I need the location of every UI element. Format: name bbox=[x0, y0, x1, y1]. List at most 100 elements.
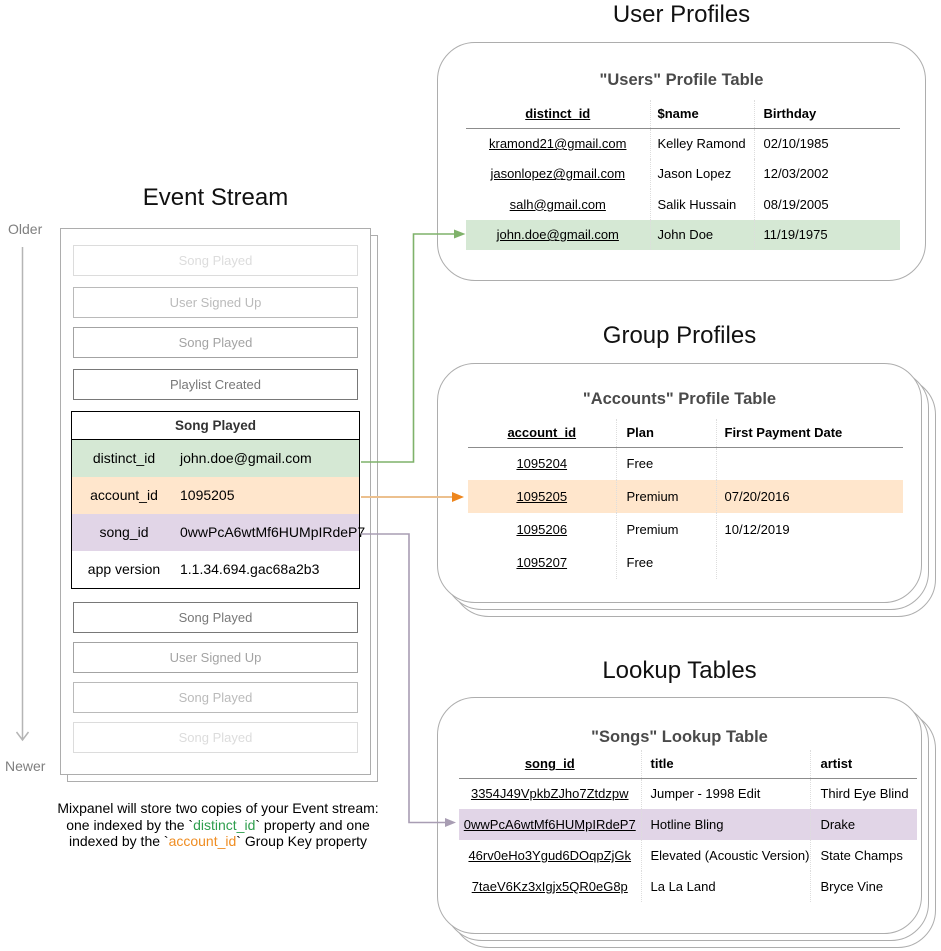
caption-line: indexed by the `account_id` Group Key pr… bbox=[68, 833, 368, 849]
expanded-event-title: Song Played bbox=[72, 412, 359, 440]
caption: Mixpanel will store two copies of your E… bbox=[28, 800, 408, 850]
property-key: account_id bbox=[90, 487, 158, 504]
column-header-account-id: account_id bbox=[468, 419, 616, 448]
cell-first-payment-date bbox=[715, 546, 903, 579]
songs-lookup-table: song_id title artist 3354J49VpkbZJho7Ztd… bbox=[459, 750, 917, 902]
cell-distinct-id: salh@gmail.com bbox=[509, 196, 606, 212]
table-row: 7taeV6Kz3xIgjx5QR0eG8p La La Land Bryce … bbox=[459, 871, 917, 902]
cell-distinct-id: john.doe@gmail.com bbox=[466, 219, 650, 250]
cell-title: Jumper - 1998 Edit bbox=[640, 778, 811, 809]
cell-title: Elevated (Acoustic Version) bbox=[640, 840, 811, 871]
table-row-highlighted: 0wwPcA6wtMf6HUMpIRdeP7 Hotline Bling Dra… bbox=[459, 809, 917, 840]
table-row: jasonlopez@gmail.com Jason Lopez 12/03/2… bbox=[466, 158, 900, 189]
property-value: 1095205 bbox=[180, 487, 235, 504]
property-key: distinct_id bbox=[92, 450, 156, 467]
table-row: salh@gmail.com Salik Hussain 08/19/2005 bbox=[466, 189, 900, 220]
expanded-event-card: Song Played distinct_id john.doe@gmail.c… bbox=[71, 411, 365, 589]
property-row-app-version: app version 1.1.34.694.gac68a2b3 bbox=[72, 551, 359, 588]
cell-first-payment-date: 10/12/2019 bbox=[715, 513, 903, 546]
cell-birthday: 11/19/1975 bbox=[753, 219, 900, 250]
older-label: Older bbox=[8, 221, 43, 237]
cell-account-id: 1095205 bbox=[468, 480, 616, 513]
lookup-tables-title: Lookup Tables bbox=[602, 657, 757, 684]
event-box: Song Played bbox=[73, 602, 358, 633]
lookup-tables-card: "Songs" Lookup Table song_id title artis… bbox=[437, 697, 922, 934]
cell-plan: Free bbox=[615, 447, 716, 480]
cell-name: Kelley Ramond bbox=[649, 128, 754, 159]
property-value: 0wwPcA6wtMf6HUMpIRdeP7 bbox=[180, 524, 366, 541]
table-row: 1095207 Free bbox=[468, 546, 903, 579]
accounts-table-title: "Accounts" Profile Table bbox=[582, 390, 777, 408]
table-header-row: distinct_id $name Birthday bbox=[466, 100, 900, 129]
cell-name: Jason Lopez bbox=[649, 158, 754, 189]
property-row-song-id: song_id 0wwPcA6wtMf6HUMpIRdeP7 bbox=[72, 513, 365, 551]
table-row: 1095206 Premium 10/12/2019 bbox=[468, 513, 903, 546]
cell-first-payment-date bbox=[715, 447, 903, 480]
event-box: Playlist Created bbox=[73, 369, 358, 400]
cell-song-id: 0wwPcA6wtMf6HUMpIRdeP7 bbox=[459, 809, 641, 840]
cell-artist: State Champs bbox=[810, 840, 917, 871]
cell-birthday: 08/19/2005 bbox=[753, 189, 900, 220]
event-label: Playlist Created bbox=[169, 377, 262, 392]
cell-plan: Premium bbox=[615, 480, 716, 513]
cell-distinct-id: jasonlopez@gmail.com bbox=[490, 166, 626, 182]
cell-distinct-id: kramond21@gmail.com bbox=[489, 136, 627, 151]
event-label: Song Played bbox=[178, 730, 253, 745]
newer-label: Newer bbox=[5, 758, 46, 774]
event-box: Song Played bbox=[73, 722, 358, 753]
column-header-first-payment-date: First Payment Date bbox=[715, 419, 903, 448]
cell-plan: Premium bbox=[615, 513, 716, 546]
cell-account-id: 1095204 bbox=[516, 456, 568, 472]
cell-artist: Drake bbox=[810, 809, 917, 840]
event-label: Song Played bbox=[178, 335, 253, 350]
cell-birthday: 02/10/1985 bbox=[753, 128, 900, 159]
property-value: john.doe@gmail.com bbox=[180, 450, 312, 467]
user-profiles-title: User Profiles bbox=[612, 1, 751, 28]
column-header-plan: Plan bbox=[615, 419, 716, 448]
event-label: Song Played bbox=[178, 253, 253, 268]
users-table-title: "Users" Profile Table bbox=[599, 71, 764, 89]
caption-line: Mixpanel will store two copies of your E… bbox=[57, 800, 379, 816]
accounts-profile-table: account_id Plan First Payment Date 10952… bbox=[468, 419, 903, 579]
distinct-id-code: distinct_id bbox=[193, 816, 256, 833]
group-profiles-title: Group Profiles bbox=[602, 322, 757, 349]
event-stream-panel: Song Played User Signed Up Song Played P… bbox=[60, 228, 371, 775]
songs-table-title: "Songs" Lookup Table bbox=[591, 728, 768, 746]
event-box: Song Played bbox=[73, 245, 358, 276]
user-profiles-card: "Users" Profile Table distinct_id $name … bbox=[437, 42, 926, 281]
column-header-birthday: Birthday bbox=[753, 100, 900, 129]
event-label: Song Played bbox=[178, 690, 253, 705]
table-row: 1095204 Free bbox=[468, 447, 903, 480]
event-label: Song Played bbox=[178, 610, 253, 625]
table-row-highlighted: john.doe@gmail.com John Doe 11/19/1975 bbox=[466, 219, 900, 250]
table-row-highlighted: 1095205 Premium 07/20/2016 bbox=[468, 480, 903, 513]
users-profile-table: distinct_id $name Birthday kramond21@gma… bbox=[466, 100, 900, 250]
account-id-code: account_id bbox=[168, 833, 237, 849]
cell-title: La La Land bbox=[640, 871, 811, 902]
timeline-arrow bbox=[15, 247, 30, 742]
property-key: song_id bbox=[99, 524, 149, 541]
cell-first-payment-date: 07/20/2016 bbox=[715, 480, 903, 513]
cell-name: John Doe bbox=[649, 219, 754, 250]
cell-artist: Third Eye Blind bbox=[810, 778, 917, 809]
table-row: 3354J49VpkbZJho7Ztdzpw Jumper - 1998 Edi… bbox=[459, 778, 917, 809]
event-box: User Signed Up bbox=[73, 642, 358, 673]
column-header-song-id: song_id bbox=[459, 750, 641, 779]
property-value: 1.1.34.694.gac68a2b3 bbox=[180, 561, 320, 578]
table-header-row: song_id title artist bbox=[459, 750, 917, 779]
table-row: kramond21@gmail.com Kelley Ramond 02/10/… bbox=[466, 128, 900, 159]
event-box: Song Played bbox=[73, 682, 358, 713]
table-row: 46rv0eHo3Ygud6DOqpZjGk Elevated (Acousti… bbox=[459, 840, 917, 871]
event-label: User Signed Up bbox=[169, 650, 262, 665]
property-key: app version bbox=[87, 561, 161, 578]
event-box: User Signed Up bbox=[73, 287, 358, 318]
cell-name: Salik Hussain bbox=[649, 189, 754, 220]
cell-song-id: 7taeV6Kz3xIgjx5QR0eG8p bbox=[471, 879, 628, 894]
event-stream-title: Event Stream bbox=[142, 184, 289, 211]
column-header-distinct-id: distinct_id bbox=[466, 100, 650, 129]
property-row-account-id: account_id 1095205 bbox=[72, 476, 359, 514]
column-header-name: $name bbox=[649, 100, 754, 129]
event-box: Song Played bbox=[73, 327, 358, 358]
property-row-distinct-id: distinct_id john.doe@gmail.com bbox=[72, 439, 359, 477]
